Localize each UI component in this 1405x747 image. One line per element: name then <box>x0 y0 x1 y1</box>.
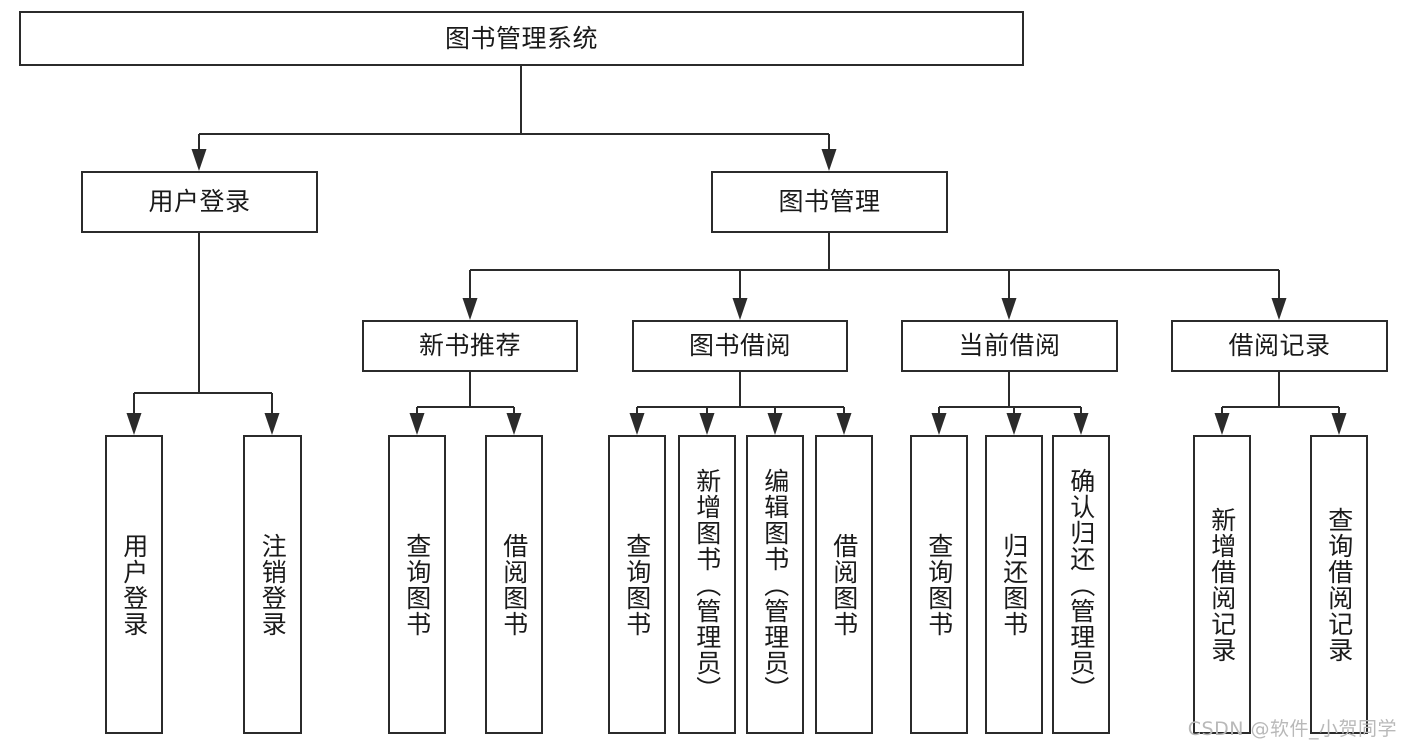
node-user-login[interactable]: 用户登录 <box>81 171 318 233</box>
node-leaf-borrow-book[interactable]: 借阅图书 <box>815 435 873 734</box>
node-borrow-record-label: 借阅记录 <box>1228 331 1331 360</box>
node-root[interactable]: 图书管理系统 <box>19 11 1024 66</box>
node-borrow-record[interactable]: 借阅记录 <box>1171 320 1388 372</box>
node-book-borrow[interactable]: 图书借阅 <box>632 320 848 372</box>
node-user-login-label: 用户登录 <box>148 187 251 216</box>
node-book-manage-label: 图书管理 <box>778 187 881 216</box>
node-root-label: 图书管理系统 <box>444 23 598 53</box>
node-leaf-user-logout[interactable]: 注销登录 <box>243 435 302 734</box>
node-new-book-recommend-label: 新书推荐 <box>418 331 521 360</box>
node-leaf-return-book-label: 归还图书 <box>999 532 1029 637</box>
node-leaf-query-record-label: 查询借阅记录 <box>1324 506 1354 663</box>
node-leaf-query-book-borrow-label: 查询图书 <box>622 532 652 637</box>
node-leaf-edit-book-admin[interactable]: 编辑图书（管理员） <box>746 435 804 734</box>
node-leaf-add-book-admin[interactable]: 新增图书（管理员） <box>678 435 736 734</box>
node-book-manage[interactable]: 图书管理 <box>711 171 948 233</box>
node-leaf-user-logout-label: 注销登录 <box>258 532 288 637</box>
node-leaf-borrow-book-label: 借阅图书 <box>829 532 859 637</box>
node-leaf-query-book-borrow[interactable]: 查询图书 <box>608 435 666 734</box>
node-leaf-query-book-cur-label: 查询图书 <box>924 532 954 637</box>
node-leaf-borrow-book-rec-label: 借阅图书 <box>499 532 529 637</box>
node-leaf-edit-book-admin-label: 编辑图书（管理员） <box>760 467 790 702</box>
node-new-book-recommend[interactable]: 新书推荐 <box>362 320 578 372</box>
node-leaf-return-book[interactable]: 归还图书 <box>985 435 1043 734</box>
node-current-borrow-label: 当前借阅 <box>958 331 1061 360</box>
node-leaf-add-book-admin-label: 新增图书（管理员） <box>692 467 722 702</box>
node-leaf-borrow-book-rec[interactable]: 借阅图书 <box>485 435 543 734</box>
node-leaf-add-record[interactable]: 新增借阅记录 <box>1193 435 1251 734</box>
node-leaf-query-record[interactable]: 查询借阅记录 <box>1310 435 1368 734</box>
node-leaf-add-record-label: 新增借阅记录 <box>1207 506 1237 663</box>
node-leaf-user-login-label: 用户登录 <box>119 532 149 637</box>
node-leaf-confirm-return-admin-label: 确认归还（管理员） <box>1066 467 1096 702</box>
node-leaf-query-book-cur[interactable]: 查询图书 <box>910 435 968 734</box>
node-book-borrow-label: 图书借阅 <box>688 331 791 360</box>
node-leaf-query-book-rec[interactable]: 查询图书 <box>388 435 446 734</box>
node-leaf-query-book-rec-label: 查询图书 <box>402 532 432 637</box>
node-leaf-confirm-return-admin[interactable]: 确认归还（管理员） <box>1052 435 1110 734</box>
node-current-borrow[interactable]: 当前借阅 <box>901 320 1118 372</box>
node-leaf-user-login[interactable]: 用户登录 <box>105 435 163 734</box>
